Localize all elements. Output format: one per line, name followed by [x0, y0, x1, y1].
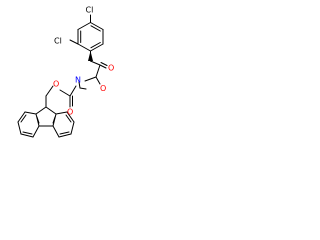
bond — [32, 125, 40, 138]
bond — [17, 121, 22, 135]
oxygen-atom-label: O — [67, 108, 73, 117]
bond — [17, 111, 26, 123]
bond — [90, 60, 101, 66]
aromatic-double-bond — [20, 114, 27, 123]
bond — [77, 22, 91, 30]
aromatic-double-bond — [36, 116, 40, 124]
chlorine-atom-label: Cl — [86, 6, 94, 15]
stereo-wedge-bond — [88, 51, 93, 61]
bond — [66, 111, 75, 123]
bond-o-to-ch2 — [45, 85, 54, 97]
bond — [95, 64, 101, 78]
aromatic-double-bond — [59, 131, 70, 135]
oxygen-atom-label: O — [108, 64, 114, 73]
bond-to-cl2 — [69, 39, 79, 45]
bond — [35, 106, 47, 115]
chlorine-atom-label: Cl — [54, 37, 62, 46]
bond-to-o-carbonyl — [99, 64, 107, 69]
bond — [58, 133, 72, 138]
nitrogen-atom-label: N — [75, 76, 81, 85]
aromatic-double-bond — [90, 25, 101, 32]
bond — [70, 121, 75, 135]
aromatic-double-bond — [52, 116, 56, 124]
bond-layer — [17, 14, 108, 138]
aromatic-double-bond — [65, 114, 72, 123]
bond-to-n — [78, 81, 81, 89]
bond — [90, 43, 104, 52]
bond — [20, 133, 34, 138]
bond — [84, 76, 97, 82]
bond — [55, 111, 68, 115]
bond — [77, 43, 91, 52]
oxygen-atom-label: O — [100, 84, 106, 93]
bond — [45, 106, 57, 115]
bond — [24, 111, 37, 115]
bond — [52, 125, 60, 138]
bond — [90, 22, 104, 30]
bond-n-to-carbonyl — [69, 85, 77, 97]
double-bond-to-o-carbonyl — [100, 62, 108, 66]
chemical-structure-diagram: Cl Cl O O N O O — [17, 6, 114, 138]
bond-to-o-ring — [95, 76, 101, 85]
aromatic-double-bond — [22, 131, 33, 135]
oxygen-atom-label: O — [53, 80, 59, 89]
bond — [79, 87, 87, 90]
bond-to-o-ester — [59, 89, 71, 97]
aromatic-double-bond — [90, 42, 101, 49]
